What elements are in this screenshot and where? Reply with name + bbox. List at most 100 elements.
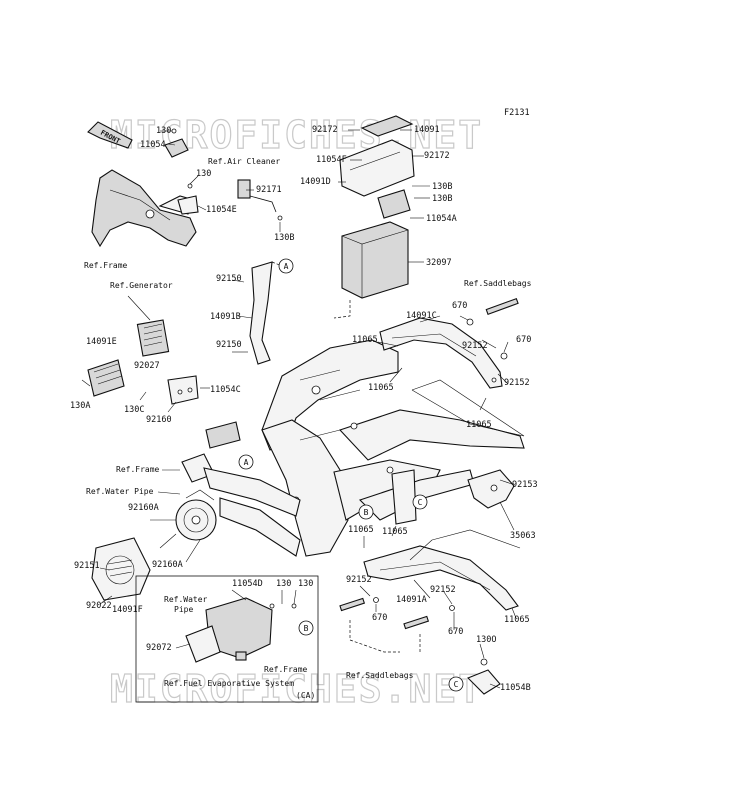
part-92172-a: 92172 [312, 125, 338, 135]
part-11054f: 11054F [316, 155, 347, 165]
battery-case-14091d-part [339, 139, 415, 197]
part-11054: 11054 [140, 140, 166, 150]
ref-air-cleaner: Ref.Air Cleaner [208, 157, 280, 166]
part-130a: 130A [70, 401, 90, 411]
part-92160: 92160 [146, 415, 172, 425]
ca-tag: (CA) [296, 691, 315, 700]
part-14091: 14091 [414, 125, 440, 135]
part-14091b: 14091B [210, 312, 241, 322]
part-130-d: 130 [298, 579, 313, 589]
part-11065-d: 11065 [348, 525, 374, 535]
regulator-part [136, 319, 170, 357]
part-92152-c: 92152 [346, 575, 372, 585]
part-130-b: 130 [196, 169, 211, 179]
part-11054c: 11054C [210, 385, 241, 395]
part-130b-a: 130B [274, 233, 294, 243]
part-92153: 92153 [512, 480, 538, 490]
part-130-c: 130 [276, 579, 291, 589]
callout-b-mid-label: B [364, 508, 369, 517]
part-92160a-a: 92160A [128, 503, 159, 513]
watermark-bottom: MICROFICHES.NET [110, 667, 483, 711]
callout-c-mid-label: C [418, 498, 423, 507]
saddlebag-stud-bottom-part [339, 597, 455, 630]
part-14091f: 14091F [112, 605, 143, 615]
ref-water-pipe-b-line2: Pipe [174, 605, 193, 614]
bracket-11054c-part [167, 375, 199, 405]
callout-a-mid-label: A [244, 458, 249, 467]
part-11054a: 11054A [426, 214, 457, 224]
callout-c-bottom: C [448, 676, 464, 692]
ref-frame-mid: Ref.Frame [116, 465, 160, 474]
part-14091d: 14091D [300, 177, 331, 187]
part-11054b: 11054B [500, 683, 531, 693]
cover-14091e-part [87, 359, 125, 397]
part-130o: 130O [476, 635, 496, 645]
part-92172-b: 92172 [424, 151, 450, 161]
part-92152-d: 92152 [430, 585, 456, 595]
part-92027: 92027 [134, 361, 160, 371]
part-92152-a: 92152 [462, 341, 488, 351]
front-downtube-part [181, 421, 301, 557]
main-frame-part [261, 339, 525, 557]
bracket-92171-part [237, 179, 283, 221]
leader-lines [81, 129, 525, 689]
ref-frame-top: Ref.Frame [84, 261, 128, 270]
ref-frame-box: Ref.Frame [264, 665, 308, 674]
cover-14091f-part [91, 537, 151, 601]
part-670-d: 670 [448, 627, 463, 637]
part-92072: 92072 [146, 643, 172, 653]
bracket-35063-part [467, 469, 515, 509]
callout-a-mid: A [238, 454, 254, 470]
callout-a-top-label: A [284, 262, 289, 271]
part-11065-c: 11065 [466, 420, 492, 430]
part-11065-f: 11065 [504, 615, 530, 625]
battery-32097-part [341, 221, 409, 299]
callout-b-mid: B [358, 504, 374, 520]
bracket-11054b-part [467, 658, 501, 695]
diagram-code: F2131 [504, 108, 530, 118]
part-130-top: 130 [156, 126, 171, 136]
callout-a-top: A [278, 258, 294, 274]
part-670-a: 670 [452, 301, 467, 311]
part-11065-b: 11065 [368, 383, 394, 393]
water-pump-part [175, 489, 217, 541]
callout-b-box: B [298, 620, 314, 636]
part-92150-a: 92150 [216, 274, 242, 284]
ref-saddlebags-bottom: Ref.Saddlebags [346, 671, 414, 680]
battery-cover-14091-part [360, 115, 414, 137]
part-11054d: 11054D [232, 579, 263, 589]
bracket-11054e-part [177, 183, 199, 215]
part-35063: 35063 [510, 531, 536, 541]
part-670-b: 670 [516, 335, 531, 345]
part-670-c: 670 [372, 613, 387, 623]
part-92022: 92022 [86, 601, 112, 611]
part-14091a: 14091A [396, 595, 427, 605]
part-11065-e: 11065 [382, 527, 408, 537]
ref-water-pipe-a: Ref.Water Pipe [86, 487, 154, 496]
callout-c-mid: C [412, 494, 428, 510]
part-130b-c: 130B [432, 194, 452, 204]
part-14091c: 14091C [406, 311, 437, 321]
ref-fuel-evap: Ref.Fuel Evaporative System [164, 679, 294, 688]
part-92171: 92171 [256, 185, 282, 195]
part-14091e: 14091E [86, 337, 117, 347]
ref-water-pipe-b-line1: Ref.Water [164, 595, 208, 604]
part-11065-a: 11065 [352, 335, 378, 345]
callout-c-bottom-label: C [454, 680, 459, 689]
part-92160a-b: 92160A [152, 560, 183, 570]
saddlebag-stud-top-part [466, 297, 519, 360]
callout-b-box-label: B [304, 624, 309, 633]
part-130b-b: 130B [432, 182, 452, 192]
part-92151: 92151 [74, 561, 100, 571]
bracket-11054-part [164, 128, 189, 158]
ca-evap-box [135, 575, 319, 703]
part-92150-b: 92150 [216, 340, 242, 350]
fender-14091c-part [379, 317, 503, 389]
ref-saddlebags-top: Ref.Saddlebags [464, 279, 532, 288]
bracket-11054a-part [377, 189, 411, 219]
part-32097: 32097 [426, 258, 452, 268]
part-11054e: 11054E [206, 205, 237, 215]
fender-14091a-part [363, 545, 519, 611]
side-plate-14091b-part [249, 261, 283, 365]
